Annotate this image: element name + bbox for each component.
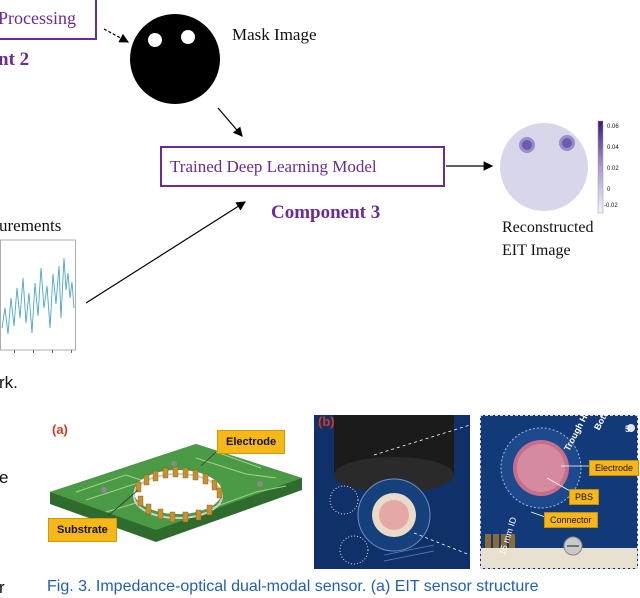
photo-tag-connector: Connector <box>544 512 598 528</box>
colorbar-tick: 0 <box>607 187 611 193</box>
measurements-plot <box>0 239 76 353</box>
colorbar <box>597 120 604 214</box>
component3-label: Component 3 <box>271 202 381 223</box>
sensor-photo-2-art <box>481 416 637 568</box>
measurements-label: urements <box>0 216 62 235</box>
model-box <box>160 146 445 187</box>
body-text-fragment: r <box>0 578 5 597</box>
arrow-processing-to-mask <box>103 28 130 43</box>
substrate-tag: Substrate <box>48 518 117 542</box>
figure-caption: Fig. 3. Impedance-optical dual-modal sen… <box>47 578 539 595</box>
colorbar-tick: -0.02 <box>604 203 618 209</box>
reconstructed-eit-image <box>500 120 604 214</box>
processing-box <box>0 0 97 40</box>
body-text-fragment: e <box>0 468 9 487</box>
body-text-fragment: rk. <box>0 373 18 392</box>
colorbar-tick: 0.04 <box>607 145 619 151</box>
component2-label: nt 2 <box>0 49 30 70</box>
electrode-tag: Electrode <box>217 430 286 454</box>
arrow-measurements-to-model <box>85 201 247 304</box>
sensor-photo-1-art <box>314 415 470 569</box>
sensor-photo-2 <box>480 415 638 569</box>
eit-sensor-structure <box>50 444 302 542</box>
sensor-photo-1 <box>314 415 470 569</box>
colorbar-tick: 0.06 <box>607 124 619 130</box>
photo-tag-pbs: PBS <box>569 489 600 505</box>
eit-image-label: EIT Image <box>502 242 571 259</box>
colorbar-tick: 0.02 <box>607 166 619 172</box>
arrow-mask-to-model <box>217 107 243 137</box>
panel-b-label: (b) <box>318 414 335 429</box>
photo-label-number: 5 <box>625 424 631 434</box>
mask-image-label: Mask Image <box>232 25 317 44</box>
diagram-arrows <box>85 28 494 304</box>
model-label: Trained Deep Learning Model <box>170 157 377 176</box>
mask-image <box>130 14 220 104</box>
panel-a-label: (a) <box>52 422 68 437</box>
processing-label: Processing <box>0 8 76 28</box>
reconstructed-label: Reconstructed <box>502 219 594 236</box>
photo-tag-electrode: Electrode <box>589 460 640 476</box>
